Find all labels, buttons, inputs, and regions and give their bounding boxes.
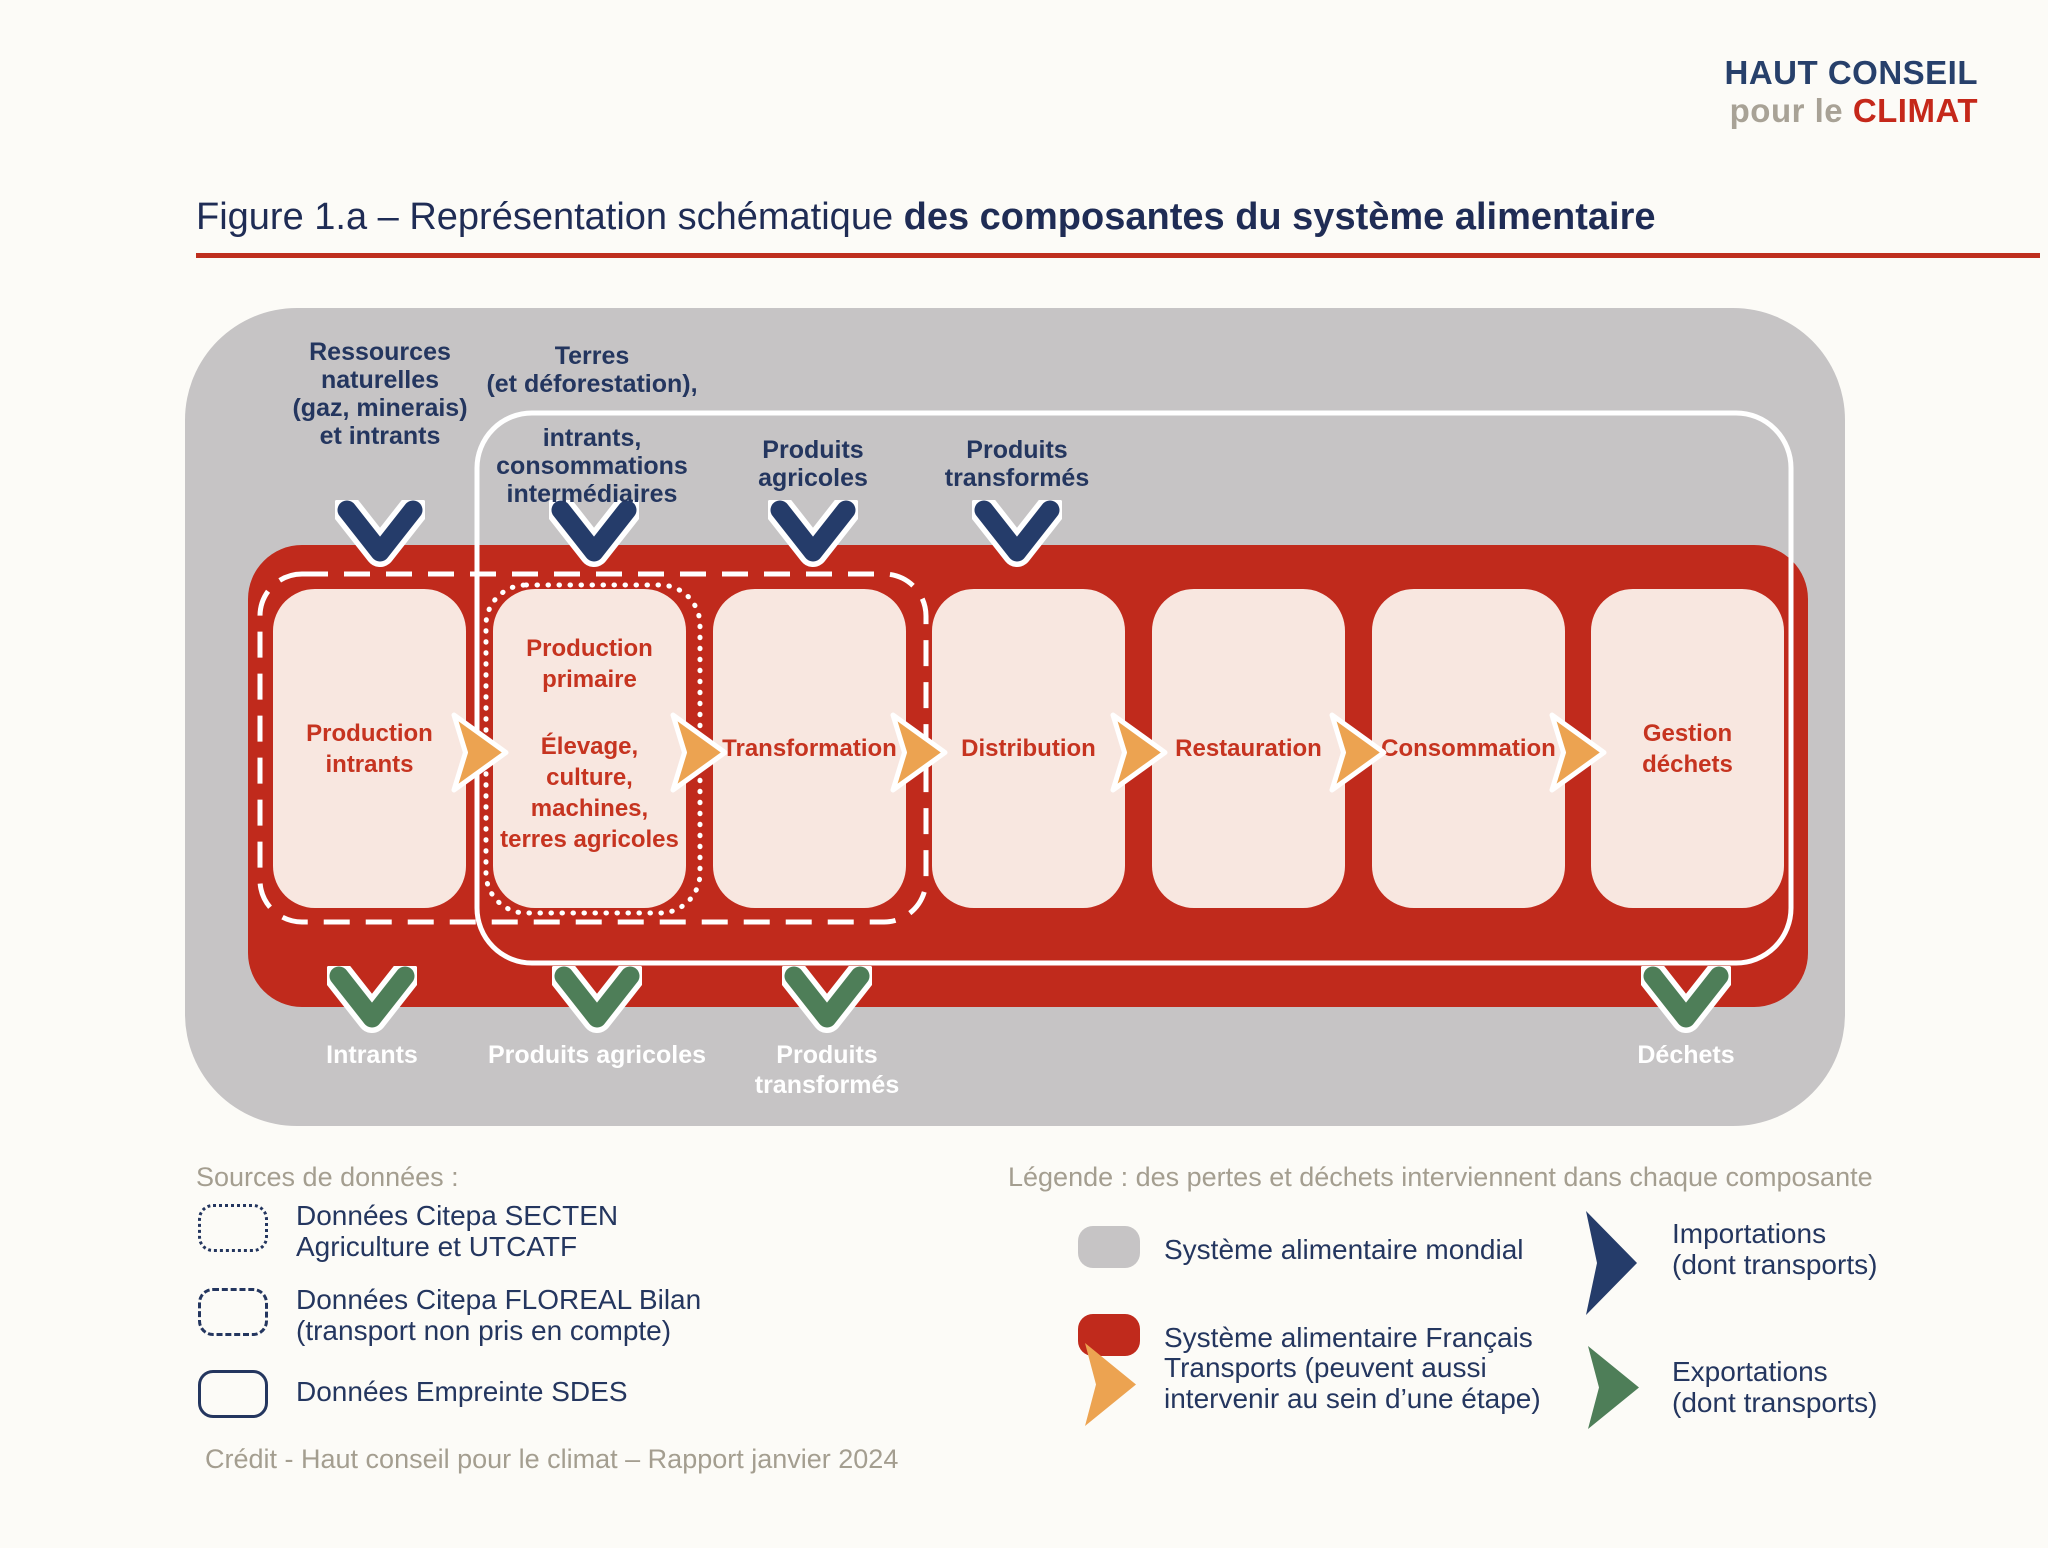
stage-box: Restauration bbox=[1152, 589, 1345, 908]
sources-item-label: Données Empreinte SDES bbox=[296, 1376, 628, 1407]
legend-item-label: Exportations (dont transports) bbox=[1672, 1356, 1878, 1418]
export-label: Produits agricoles bbox=[487, 1041, 707, 1069]
stage-label: Gestion déchets bbox=[1642, 719, 1733, 778]
sdes-swatch-icon bbox=[198, 1370, 268, 1418]
figure-title: Figure 1.a – Représentation schématique … bbox=[196, 196, 1656, 238]
transports-arrow-icon bbox=[1085, 1343, 1136, 1426]
credit-line: Crédit - Haut conseil pour le climat – R… bbox=[205, 1444, 899, 1474]
transport-arrow-icon bbox=[670, 712, 728, 793]
import-label: Terres (et déforestation), bbox=[486, 342, 698, 398]
stage-label: Restauration bbox=[1175, 735, 1322, 762]
stage-box: Consommation bbox=[1372, 589, 1565, 908]
stage-box: Gestion déchets bbox=[1591, 589, 1784, 908]
title-underline bbox=[196, 253, 2040, 258]
export-label: Déchets bbox=[1637, 1041, 1735, 1069]
export-arrow-icon bbox=[1641, 966, 1731, 1033]
stage-label: Transformation bbox=[722, 735, 897, 762]
transport-arrow-icon bbox=[1549, 712, 1607, 793]
stage-label: Distribution bbox=[961, 735, 1096, 762]
export-arrow-icon bbox=[552, 966, 642, 1033]
floreal-swatch-icon bbox=[198, 1288, 268, 1336]
stage-box: Transformation bbox=[713, 589, 906, 908]
import-arrow-icon bbox=[335, 500, 425, 567]
import-arrow-icon bbox=[768, 500, 858, 567]
legend-item-label: Système alimentaire mondial bbox=[1164, 1234, 1524, 1265]
stage-label: Consommation bbox=[1381, 735, 1556, 762]
logo-line1: HAUT CONSEIL bbox=[1724, 54, 1978, 91]
stage-box: Production intrants bbox=[273, 589, 466, 908]
import-arrow-icon bbox=[549, 500, 639, 567]
secten-swatch-icon bbox=[198, 1204, 268, 1252]
export-arrow-icon bbox=[327, 966, 417, 1033]
importations-arrow-icon bbox=[1586, 1211, 1637, 1315]
import-label: Produits transformés bbox=[944, 436, 1090, 492]
sources-header: Sources de données : bbox=[196, 1162, 459, 1192]
world-system-swatch-icon bbox=[1078, 1226, 1140, 1268]
legend-item-label: Transports (peuvent aussi intervenir au … bbox=[1164, 1352, 1541, 1414]
export-label: Produits transformés bbox=[754, 1041, 900, 1099]
transport-arrow-icon bbox=[890, 712, 948, 793]
export-arrow-icon bbox=[782, 966, 872, 1033]
import-arrow-icon bbox=[972, 500, 1062, 567]
sources-item-label: Données Citepa FLOREAL Bilan (transport … bbox=[296, 1284, 702, 1346]
import-label: Ressources naturelles (gaz, minerais) et… bbox=[292, 338, 468, 450]
hcc-logo: HAUT CONSEIL pour le CLIMAT bbox=[1725, 54, 1979, 130]
stage-sublabel: Élevage, culture, machines, terres agric… bbox=[500, 733, 679, 853]
legend-item-label: Importations (dont transports) bbox=[1672, 1218, 1878, 1280]
stage-label: Production primaire bbox=[526, 635, 653, 693]
stage-label: Production intrants bbox=[306, 719, 433, 778]
transport-arrow-icon bbox=[1329, 712, 1387, 793]
exportations-arrow-icon bbox=[1588, 1346, 1639, 1429]
export-label: Intrants bbox=[326, 1041, 418, 1069]
transport-arrow-icon bbox=[1110, 712, 1168, 793]
transport-arrow-icon bbox=[451, 712, 509, 793]
legend-item-label: Système alimentaire Français bbox=[1164, 1322, 1533, 1353]
legend-header: Légende : des pertes et déchets intervie… bbox=[1008, 1162, 1873, 1192]
sources-item-label: Données Citepa SECTEN Agriculture et UTC… bbox=[296, 1200, 619, 1262]
stage-box: Production primaire Élevage, culture, ma… bbox=[493, 589, 686, 908]
stage-box: Distribution bbox=[932, 589, 1125, 908]
logo-line2: pour le CLIMAT bbox=[1729, 92, 1978, 129]
